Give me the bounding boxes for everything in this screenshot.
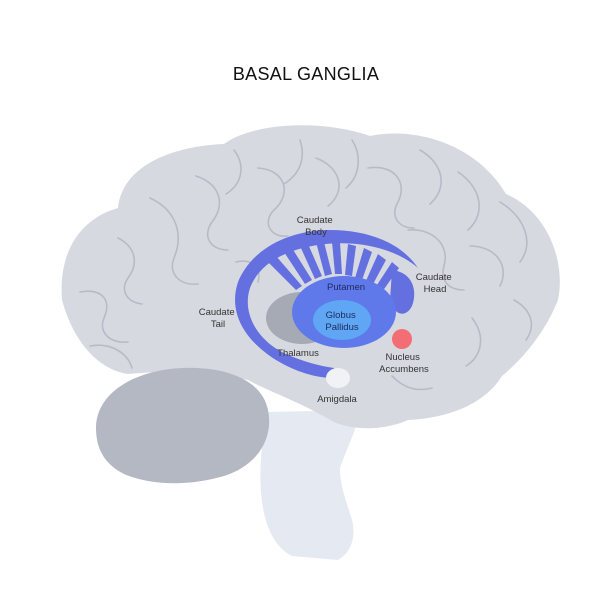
globus-pallidus	[313, 300, 371, 340]
label-caudate-tail: Caudate Tail	[199, 307, 238, 330]
nucleus-accumbens	[392, 329, 412, 349]
brainstem	[260, 410, 360, 560]
brain-sulci	[79, 139, 533, 391]
label-caudate-head: Caudate Head	[416, 272, 455, 295]
structure-labels: Caudate Body Caudate Head Caudate Tail P…	[199, 215, 455, 405]
striations	[268, 242, 399, 292]
amygdala	[326, 368, 350, 388]
label-putamen: Putamen	[327, 282, 365, 293]
page-title: BASAL GANGLIA	[233, 64, 379, 84]
caudate-head	[390, 270, 415, 314]
cerebrum	[61, 125, 560, 429]
label-amigdala: Amigdala	[317, 394, 357, 405]
label-nucleus-accumbens: Nucleus Accumbens	[379, 352, 429, 375]
label-caudate-body: Caudate Body	[297, 215, 336, 238]
label-globus-pallidus: Globus Pallidus	[325, 310, 359, 333]
label-thalamus: Thalamus	[277, 348, 319, 359]
cerebellum	[96, 367, 270, 484]
